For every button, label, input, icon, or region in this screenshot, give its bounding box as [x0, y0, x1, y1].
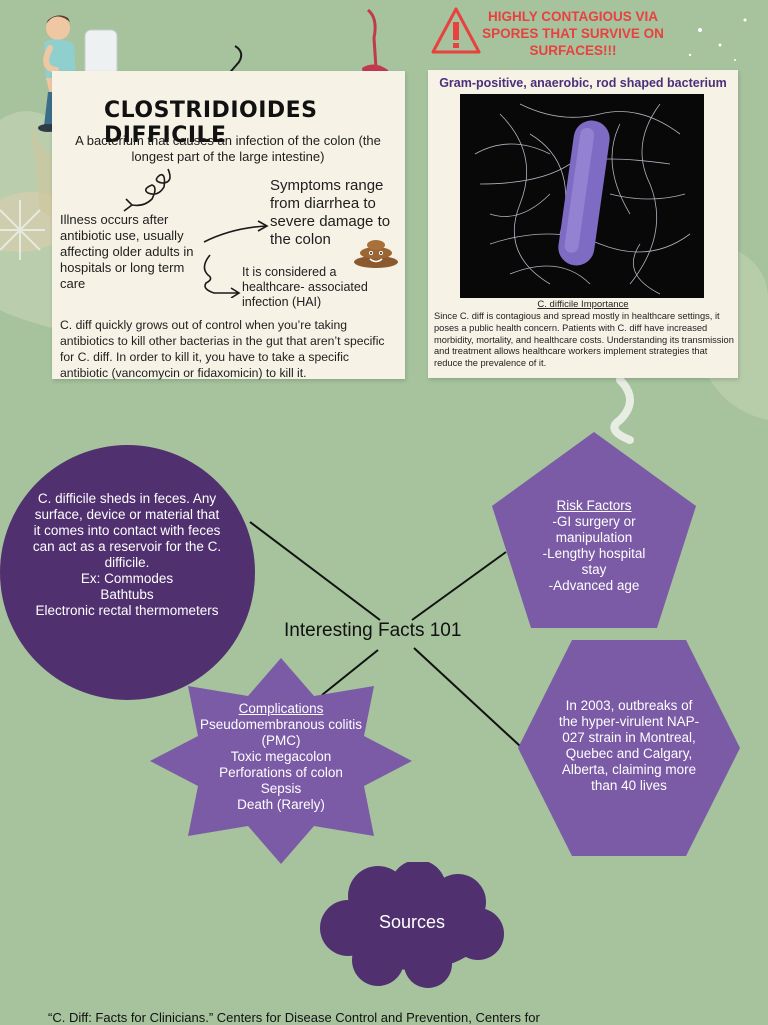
- bacterium-card: Gram-positive, anaerobic, rod shaped bac…: [428, 70, 738, 378]
- arrow-to-symptoms-icon: [203, 220, 269, 243]
- citation-text: “C. Diff: Facts for Clinicians.” Centers…: [48, 1010, 540, 1025]
- risk-factors-text: Risk Factors -GI surgery or manipulation…: [542, 498, 646, 593]
- bacterium-heading: Gram-positive, anaerobic, rod shaped bac…: [439, 76, 727, 90]
- center-label: Interesting Facts 101: [284, 620, 462, 641]
- outbreak-text: In 2003, outbreaks of the hyper-virulent…: [558, 698, 700, 793]
- illness-text: Illness occurs after antibiotic use, usu…: [60, 212, 194, 291]
- sources-label[interactable]: Sources: [378, 912, 446, 932]
- card-title: CLOSTRIDIOIDES DIFFICILE: [104, 98, 318, 148]
- squiggle-arrow-icon: [123, 168, 171, 212]
- curved-arrow-icon: [203, 254, 241, 298]
- overview-card: CLOSTRIDIOIDES DIFFICILE A bacterium tha…: [52, 71, 405, 380]
- risk-factors-pentagon: [492, 432, 696, 628]
- intro-text: A bacterium that causes an infection of …: [75, 133, 381, 164]
- symptoms-text: Symptoms range from diarrhea to severe d…: [270, 177, 391, 248]
- complications-text: Complications Pseudomembranous colitis (…: [199, 701, 363, 812]
- poop-emoji-icon: [354, 240, 398, 268]
- outbreak-hexagon: [518, 640, 740, 856]
- warning-triangle-icon: [431, 7, 481, 54]
- growth-text: C. diff quickly grows out of control whe…: [60, 318, 385, 380]
- hai-text: It is considered a healthcare- associate…: [242, 265, 368, 309]
- transmission-text: C. difficile sheds in feces. Any surface…: [32, 491, 222, 618]
- sources-cloud[interactable]: [318, 862, 508, 990]
- warning-text: HIGHLY CONTAGIOUS VIA SPORES THAT SURVIV…: [482, 9, 664, 58]
- importance-text: Since C. diff is contagious and spread m…: [434, 311, 734, 369]
- complications-star: [150, 658, 412, 864]
- bacterium-image: [460, 94, 704, 298]
- importance-title: C. difficile Importance: [537, 299, 629, 310]
- transmission-circle: [0, 445, 255, 700]
